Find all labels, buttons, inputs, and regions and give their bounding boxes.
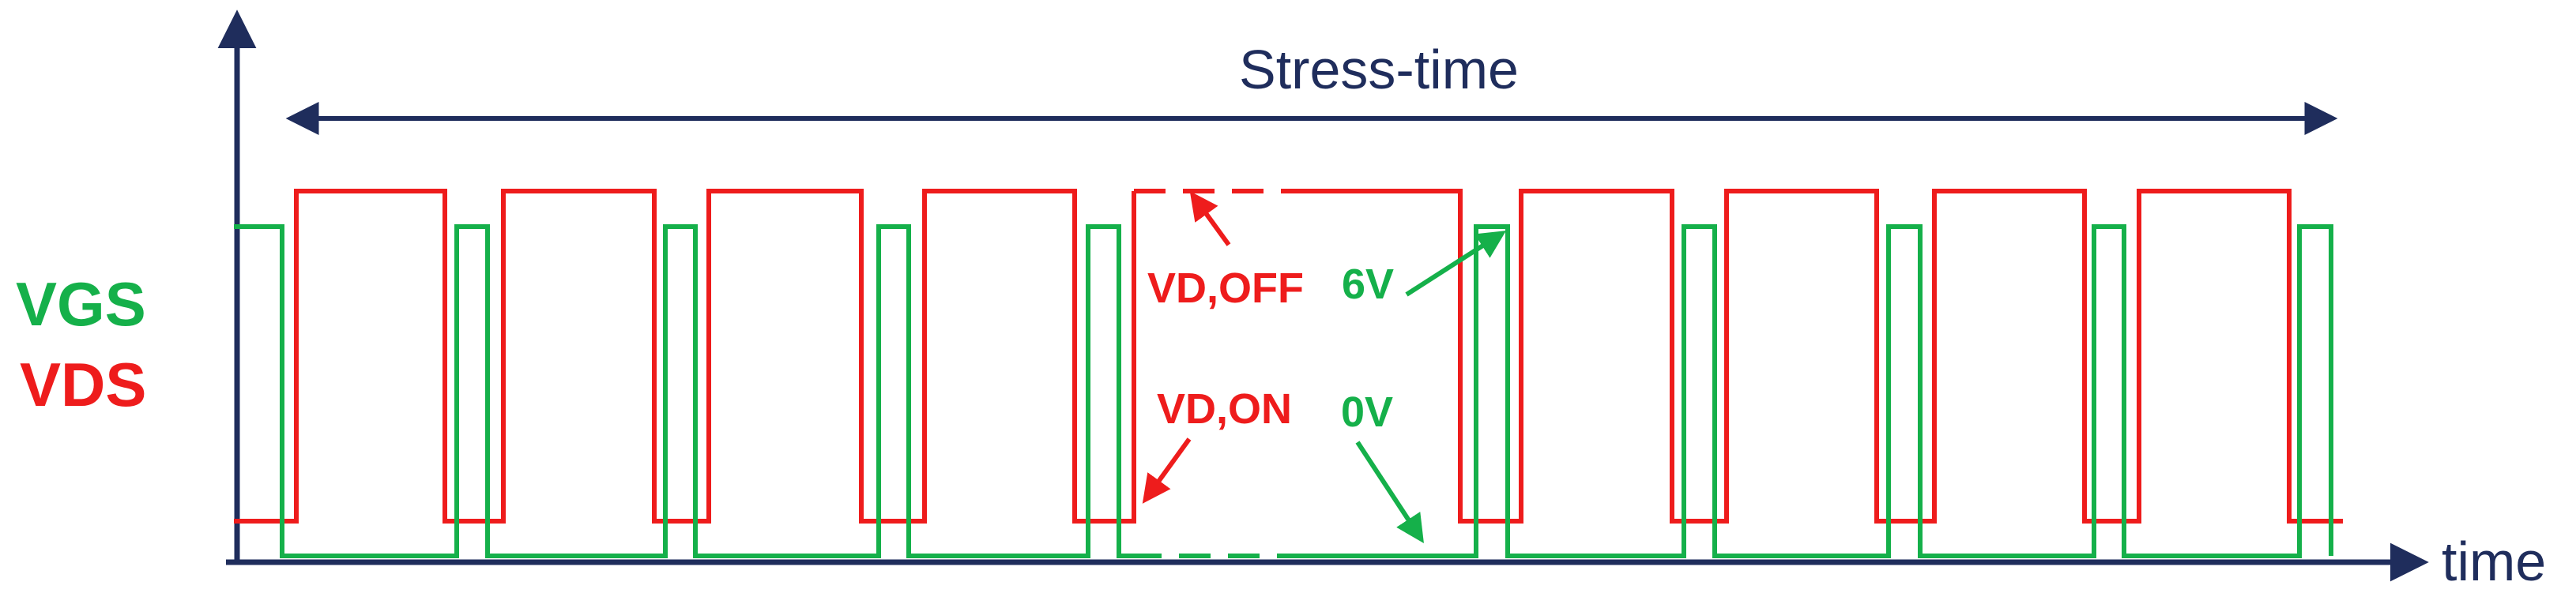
- vds-trace-segment: [234, 189, 1136, 524]
- legend-vgs: VGS: [16, 269, 146, 339]
- vgs-trace-segment: [1296, 224, 2333, 558]
- six-volt-arrow: [1405, 231, 1507, 297]
- stress-time-label: Stress-time: [1239, 39, 1519, 100]
- legend-vds: VDS: [20, 350, 146, 419]
- vgs-trace-segment: [234, 224, 1130, 558]
- zero-volt-label: 0V: [1341, 388, 1393, 436]
- vds-trace-segment: [1296, 189, 2343, 524]
- x-axis-label: time: [2442, 531, 2546, 592]
- vd-off-arrow: [1189, 191, 1231, 246]
- zero-volt-arrow: [1355, 441, 1424, 544]
- vd-on-label: VD,ON: [1157, 385, 1292, 433]
- vd-on-arrow: [1142, 437, 1192, 504]
- vd-off-label: VD,OFF: [1147, 265, 1304, 312]
- vds-waveform: [234, 189, 2343, 524]
- vgs-waveform: [234, 224, 2333, 558]
- six-volt-label: 6V: [1342, 261, 1394, 308]
